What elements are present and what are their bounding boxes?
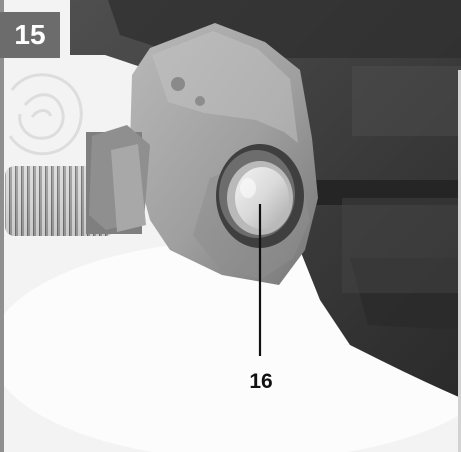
threaded-rod: [5, 125, 150, 236]
dark-housing: [70, 0, 461, 398]
faint-logo-watermark: [8, 73, 83, 156]
right-frame-line: [458, 70, 461, 452]
left-frame-line: [0, 0, 4, 452]
washer-and-bolt: [216, 144, 304, 248]
part-callout-label: 16: [249, 370, 273, 393]
figure-number-badge: 15: [0, 12, 60, 58]
